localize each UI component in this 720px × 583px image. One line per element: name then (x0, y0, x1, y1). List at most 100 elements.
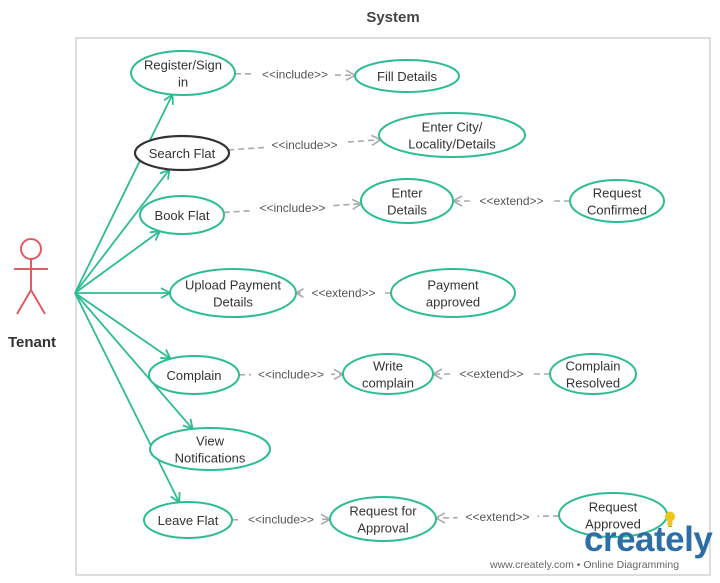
use-case-search[interactable]: Search Flat (133, 134, 231, 172)
use-case-label: Book Flat (155, 208, 210, 223)
use-case-label: approved (426, 295, 480, 310)
use-case-label: View (196, 434, 225, 449)
label-background (264, 135, 345, 152)
use-case-ellipse (143, 501, 233, 539)
relationship-approved-approval: <<extend>> (434, 508, 560, 525)
use-case-label: Complain (566, 359, 621, 374)
stereotype-label: <<include>> (259, 201, 325, 215)
use-case-write[interactable]: Write complain (342, 353, 434, 395)
association-book (74, 230, 162, 294)
use-case-label: Details (213, 295, 253, 310)
use-case-ellipse (149, 427, 271, 471)
stereotype-label: <<include>> (271, 138, 337, 152)
label-background (457, 508, 538, 525)
use-case-label: Request (593, 186, 642, 201)
relationship-payment-upload: <<extend>> (294, 284, 391, 300)
use-case-label: complain (362, 376, 414, 391)
stereotype-label: <<extend>> (459, 367, 523, 381)
label-background (252, 199, 333, 216)
label-background (303, 284, 384, 300)
actor-right-leg (30, 289, 46, 315)
use-case-label: Details (387, 203, 427, 218)
label-background (241, 510, 322, 527)
use-case-ellipse (378, 112, 526, 158)
use-case-ellipse (139, 195, 225, 235)
use-case-payment[interactable]: Payment approved (390, 268, 516, 318)
use-case-ellipse (342, 353, 434, 395)
use-case-label: Enter (391, 186, 423, 201)
relationship-complain-write: <<include>> (238, 365, 345, 382)
label-background (471, 192, 552, 208)
use-case-label: in (178, 75, 188, 90)
use-case-ellipse (390, 268, 516, 318)
association-complain (74, 292, 173, 360)
stereotype-label: <<include>> (248, 513, 314, 527)
use-case-register[interactable]: Register/Sign in (130, 50, 236, 96)
use-case-label: Confirmed (587, 203, 647, 218)
use-case-ellipse (130, 50, 236, 96)
association-notify (74, 292, 194, 431)
use-case-label: Payment (427, 278, 479, 293)
use-case-label: Enter City/ (422, 120, 483, 135)
use-case-label: Register/Sign (144, 58, 222, 73)
use-case-label: Resolved (566, 376, 620, 391)
use-case-label: Leave Flat (158, 513, 219, 528)
dependency-line (228, 134, 383, 151)
use-case-label: Search Flat (149, 146, 216, 161)
use-case-ellipse (354, 59, 460, 93)
association-search (74, 167, 171, 294)
stereotype-label: <<extend>> (465, 510, 529, 524)
lightbulb-icon (665, 511, 675, 527)
use-case-leave[interactable]: Leave Flat (143, 501, 233, 539)
actor-name: Tenant (7, 334, 57, 351)
use-case-ellipse (569, 179, 665, 223)
label-background (451, 365, 532, 381)
stereotype-label: <<extend>> (479, 194, 543, 208)
use-case-book[interactable]: Book Flat (139, 195, 225, 235)
relationship-confirmed-enter: <<extend>> (451, 192, 570, 208)
use-case-label: Locality/Details (408, 137, 496, 152)
association-leave (74, 292, 181, 505)
use-case-ellipse (329, 496, 437, 542)
use-case-ellipse (360, 178, 454, 224)
use-case-label: Approved (585, 517, 641, 532)
system-title: System (366, 9, 420, 26)
use-case-fill[interactable]: Fill Details (354, 59, 460, 93)
use-case-ellipse (148, 355, 240, 395)
actor-left-leg (16, 289, 32, 315)
relationship-leave-approval: <<include>> (231, 510, 332, 527)
use-case-ellipse (133, 134, 231, 172)
tenant-actor-figure[interactable] (14, 238, 48, 315)
stereotype-label: <<extend>> (311, 286, 375, 300)
use-case-label: Approval (357, 521, 408, 536)
use-case-complain[interactable]: Complain (148, 355, 240, 395)
relationship-resolved-write: <<extend>> (431, 365, 550, 381)
dependency-line (223, 198, 364, 214)
use-case-city[interactable]: Enter City/Locality/Details (378, 112, 526, 158)
watermark-text: www.creately.com • Online Diagramming (490, 559, 680, 571)
use-case-label: Write (373, 359, 403, 374)
stereotype-label: <<include>> (258, 368, 324, 382)
creately-brand-logo: creately (584, 520, 713, 559)
use-case-ellipse (549, 353, 637, 395)
actor-head (20, 238, 42, 260)
use-case-label: Complain (167, 368, 222, 383)
use-case-ellipse (169, 268, 297, 318)
use-case-label: Request (589, 500, 638, 515)
use-case-label: Request for (349, 504, 417, 519)
label-background (255, 65, 336, 82)
label-background (250, 365, 331, 382)
use-case-label: Notifications (175, 451, 246, 466)
relationship-search-city: <<include>> (228, 134, 383, 152)
relationship-register-fill: <<include>> (234, 65, 357, 82)
stereotype-label: <<include>> (262, 68, 328, 82)
relationship-book-enter: <<include>> (223, 198, 364, 216)
